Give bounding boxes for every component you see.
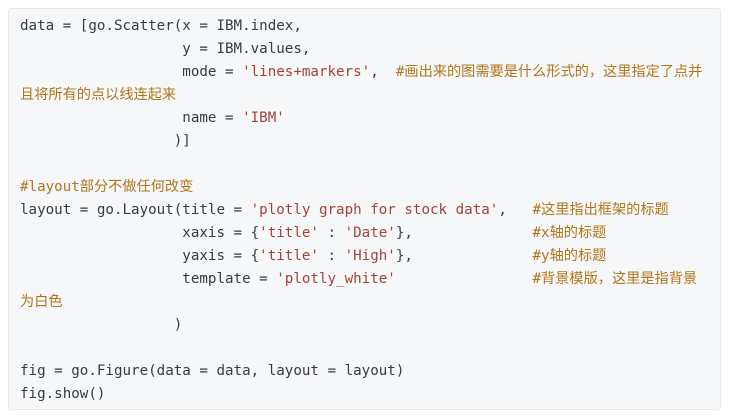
code-token: }, — [395, 225, 533, 241]
code-token: yaxis = { — [20, 248, 260, 264]
string-literal: 'title' — [259, 225, 319, 241]
code-comment: #x轴的标题 — [532, 225, 607, 241]
code-comment: #y轴的标题 — [532, 248, 607, 264]
code-token: y = IBM.values, — [20, 41, 311, 57]
code-comment: #背景模版，这里是指背景 — [532, 271, 698, 287]
code-comment: 且将所有的点以线连起来 — [20, 87, 177, 103]
code-line: layout = go.Layout(title = 'plotly graph… — [20, 199, 712, 222]
code-token: )] — [20, 133, 191, 149]
code-line — [20, 153, 712, 176]
code-token: , — [370, 64, 396, 80]
code-token: xaxis = { — [20, 225, 260, 241]
string-literal: 'High' — [344, 248, 396, 264]
code-line: ) — [20, 314, 712, 337]
code-line: 且将所有的点以线连起来 — [20, 84, 712, 107]
code-token: mode = — [20, 64, 243, 80]
code-line: yaxis = {'title' : 'High'}, #y轴的标题 — [20, 245, 712, 268]
code-token: : — [318, 225, 345, 241]
code-line: y = IBM.values, — [20, 38, 712, 61]
code-token: name = — [20, 110, 243, 126]
code-comment: #layout部分不做任何改变 — [20, 179, 194, 195]
code-line: fig = go.Figure(data = data, layout = la… — [20, 360, 712, 383]
string-literal: 'lines+markers' — [242, 64, 371, 80]
code-token: fig.show() — [20, 386, 106, 402]
code-line: mode = 'lines+markers', #画出来的图需要是什么形式的，这… — [20, 61, 712, 84]
code-line: name = 'IBM' — [20, 107, 712, 130]
code-comment: 为白色 — [20, 294, 63, 310]
code-token: layout = go.Layout(title = — [20, 202, 251, 218]
code-token: template = — [20, 271, 277, 287]
code-line — [20, 337, 712, 360]
string-literal: 'title' — [259, 248, 319, 264]
code-content: data = [go.Scatter(x = IBM.index, y = IB… — [20, 15, 712, 406]
code-line: #layout部分不做任何改变 — [20, 176, 712, 199]
code-comment: #画出来的图需要是什么形式的，这里指定了点并 — [395, 64, 703, 80]
code-token: : — [318, 248, 345, 264]
code-block: data = [go.Scatter(x = IBM.index, y = IB… — [8, 8, 721, 410]
code-token: }, — [395, 248, 533, 264]
code-line: fig.show() — [20, 383, 712, 406]
code-token: fig = go.Figure(data = data, layout = la… — [20, 363, 405, 379]
code-line: 为白色 — [20, 291, 712, 314]
code-token: ) — [20, 317, 183, 333]
code-token: data = [go.Scatter(x = IBM.index, — [20, 18, 302, 34]
code-token: , — [498, 202, 533, 218]
code-line: xaxis = {'title' : 'Date'}, #x轴的标题 — [20, 222, 712, 245]
string-literal: 'Date' — [344, 225, 396, 241]
code-line: template = 'plotly_white' #背景模版，这里是指背景 — [20, 268, 712, 291]
string-literal: 'IBM' — [242, 110, 285, 126]
code-token — [396, 271, 533, 287]
code-line: data = [go.Scatter(x = IBM.index, — [20, 15, 712, 38]
code-comment: #这里指出框架的标题 — [532, 202, 669, 218]
code-line: )] — [20, 130, 712, 153]
string-literal: 'plotly_white' — [276, 271, 396, 287]
string-literal: 'plotly graph for stock data' — [250, 202, 499, 218]
